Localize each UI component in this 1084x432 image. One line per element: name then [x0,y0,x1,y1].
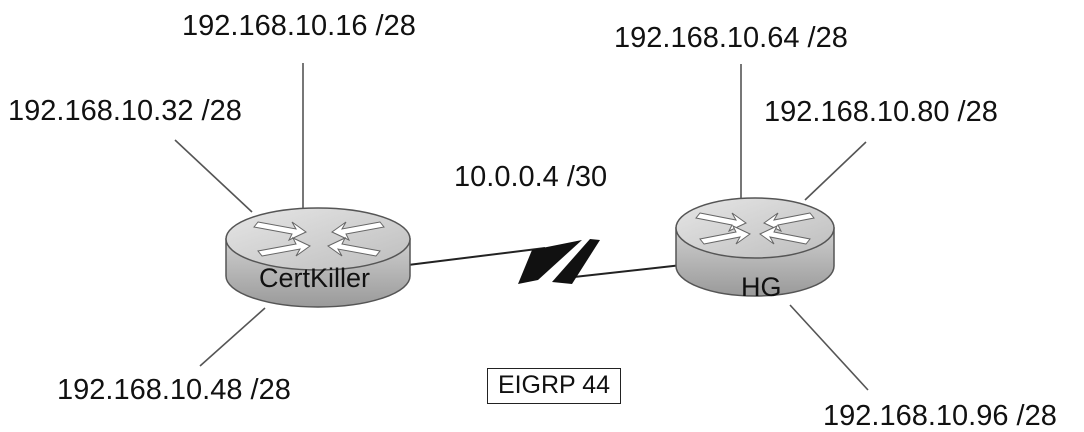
link-certkiller-bottom [199,307,266,367]
router-name-certkiller: CertKiller [259,263,371,293]
subnet-label-hg-right: 192.168.10.80 /28 [764,96,998,128]
subnet-label-hg-bottom: 192.168.10.96 /28 [823,400,1057,432]
wan-link-label: 10.0.0.4 /30 [454,161,608,193]
router-certkiller-icon [225,207,411,308]
subnet-label-certkiller-bottom: 192.168.10.48 /28 [57,374,291,406]
routing-protocol-label: EIGRP 44 [487,368,621,404]
subnet-label-certkiller-left: 192.168.10.32 /28 [8,95,242,127]
link-hg-bottom [789,304,869,391]
subnet-label-certkiller-top: 192.168.10.16 /28 [182,10,416,42]
subnet-label-hg-top: 192.168.10.64 /28 [614,22,848,54]
router-hg-icon [675,197,835,297]
wan-serial-link [407,239,683,284]
router-name-hg: HG [741,272,782,302]
link-hg-right [804,141,867,201]
link-certkiller-left [174,139,253,213]
